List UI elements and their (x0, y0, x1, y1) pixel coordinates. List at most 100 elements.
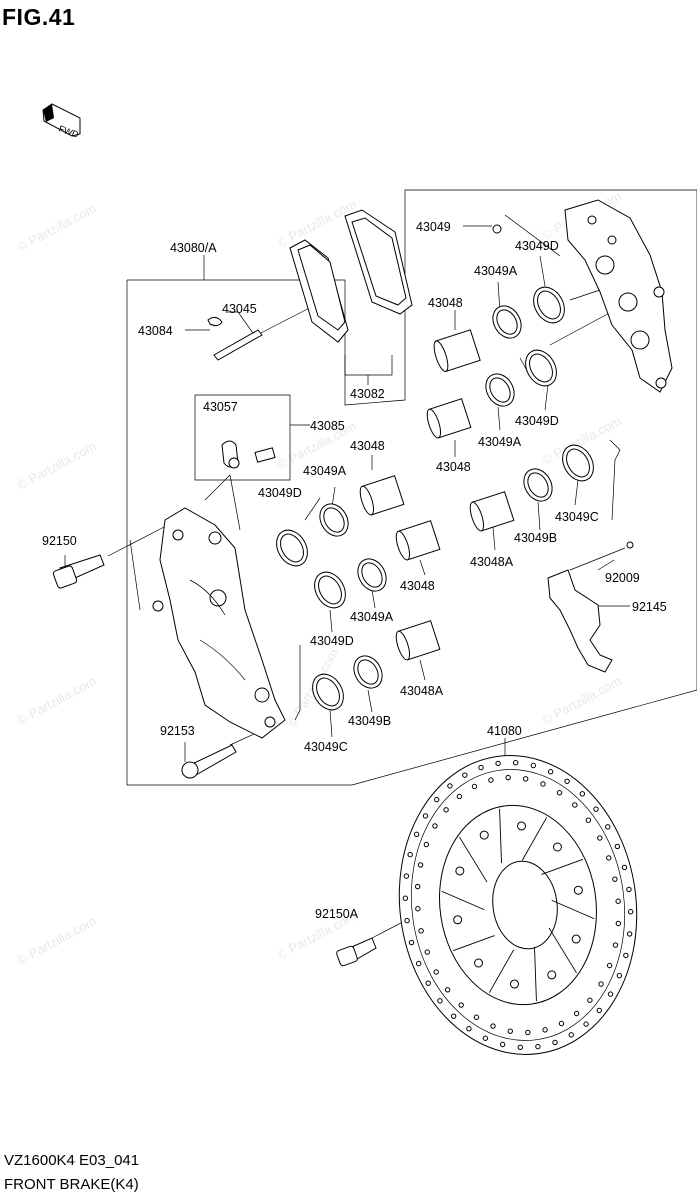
figure-caption: FRONT BRAKE(K4) (4, 1176, 139, 1193)
disc-vent-hole (627, 909, 634, 915)
disc-vent-hole (605, 824, 611, 830)
disc-spoke (521, 817, 548, 861)
watermark-text: © Partzilla.com (539, 673, 623, 727)
part-label: 43057 (203, 400, 238, 414)
disc-spoke (541, 858, 584, 875)
disc-vent-hole (568, 1032, 574, 1038)
disc-vent-hole (458, 1002, 464, 1008)
piston (433, 329, 481, 373)
disc-vent-hole (462, 772, 468, 778)
seal-ring (314, 571, 346, 609)
disc-vent-hole (447, 783, 453, 789)
disc-vent-hole (404, 917, 410, 924)
disc-vent-hole (623, 952, 629, 959)
piston (359, 475, 405, 516)
piston (395, 620, 441, 661)
part-label: 43048 (350, 439, 385, 453)
part-label: 43048 (400, 579, 435, 593)
disc-rivet (573, 885, 583, 895)
disc-spoke (459, 836, 488, 883)
piston-seals (276, 224, 594, 711)
disc-vent-hole (414, 883, 421, 890)
disc-vent-hole (407, 851, 413, 858)
watermark-text: © Partzilla.com (14, 200, 98, 254)
disc-vent-hole (499, 1041, 506, 1048)
disc-vent-hole (626, 931, 633, 937)
seal-ring (485, 373, 515, 407)
part-label: 43049D (515, 414, 559, 428)
disc-vent-hole (424, 949, 430, 955)
disc-vent-hole (507, 1028, 514, 1034)
part-label: 92145 (632, 600, 667, 614)
disc-vent-hole (505, 774, 511, 781)
disc-vent-hole (615, 898, 621, 904)
disc-rivet (453, 915, 463, 925)
part-label: 43049B (348, 714, 391, 728)
disc-vent-hole (478, 764, 484, 771)
seal-ring (533, 286, 565, 324)
disc-vent-hole (408, 939, 415, 946)
piston (469, 491, 515, 532)
disc-vent-hole (423, 841, 430, 848)
disc-vent-hole (522, 776, 529, 782)
part-label: 43049A (478, 435, 522, 449)
part-label: 41080 (487, 724, 522, 738)
disc-vent-hole (402, 895, 409, 901)
caliper-join-bolt (181, 744, 237, 779)
disc-vent-hole (585, 817, 592, 823)
part-label: 43080/A (170, 241, 217, 255)
disc-vent-hole (542, 1027, 548, 1033)
disc-vent-hole (437, 998, 443, 1004)
part-label: 43049A (350, 610, 394, 624)
part-label: 43048 (428, 296, 463, 310)
disc-vent-hole (517, 1044, 524, 1051)
pad-pin (213, 329, 263, 361)
seal-ring (525, 349, 557, 387)
disc-rivet (509, 979, 519, 989)
disc-spoke (534, 946, 537, 1002)
pad-pin-clip (207, 316, 223, 327)
watermark-text: © Partzilla.com (14, 438, 98, 492)
disc-rivet (547, 970, 557, 980)
seal-ring (353, 655, 383, 689)
bleeder-valve (221, 440, 276, 469)
disc-vent-hole (626, 886, 632, 893)
part-label: 43049D (258, 486, 302, 500)
part-label: 43084 (138, 324, 173, 338)
disc-vent-hole (593, 806, 599, 812)
caliper-assembly-outline (126, 189, 697, 786)
disc-spoke (441, 890, 485, 911)
watermark-text: © Partzilla.com (274, 196, 358, 250)
part-label: 43049A (474, 264, 518, 278)
disc-vent-hole (512, 759, 519, 766)
disc-vent-hole (612, 876, 618, 882)
part-label: 43048A (400, 684, 444, 698)
forward-arrow-icon: FWD (42, 103, 81, 140)
disc-vent-hole (615, 920, 622, 927)
model-code: VZ1600K4 E03_041 (4, 1152, 140, 1169)
disc-rivet (474, 958, 484, 968)
watermark-text: © Partzilla.com (14, 913, 98, 967)
disc-spokes (441, 808, 595, 1002)
seal-ring (492, 224, 502, 234)
disc-vent-hole (413, 831, 420, 838)
disc-vent-hole (473, 1014, 480, 1020)
piston (395, 520, 441, 561)
part-label: 43085 (310, 419, 345, 433)
caliper-pistons (359, 329, 515, 661)
disc-vent-hole (564, 778, 570, 784)
part-label: 43049D (515, 239, 559, 253)
part-label: 43048 (436, 460, 471, 474)
disc-spoke (551, 899, 595, 920)
disc-vent-hole (444, 987, 451, 993)
caliper-mount-bolt (52, 554, 105, 589)
disc-spoke (548, 927, 577, 974)
disc-vent-hole (403, 873, 410, 879)
disc-vent-hole (606, 855, 612, 861)
disc-vent-hole (471, 783, 478, 790)
disc-rivet (571, 934, 581, 944)
disc-vent-hole (606, 962, 613, 969)
seal-ring (562, 444, 594, 482)
disc-vent-hole (558, 1020, 565, 1027)
figure-title: FIG.41 (2, 4, 76, 30)
